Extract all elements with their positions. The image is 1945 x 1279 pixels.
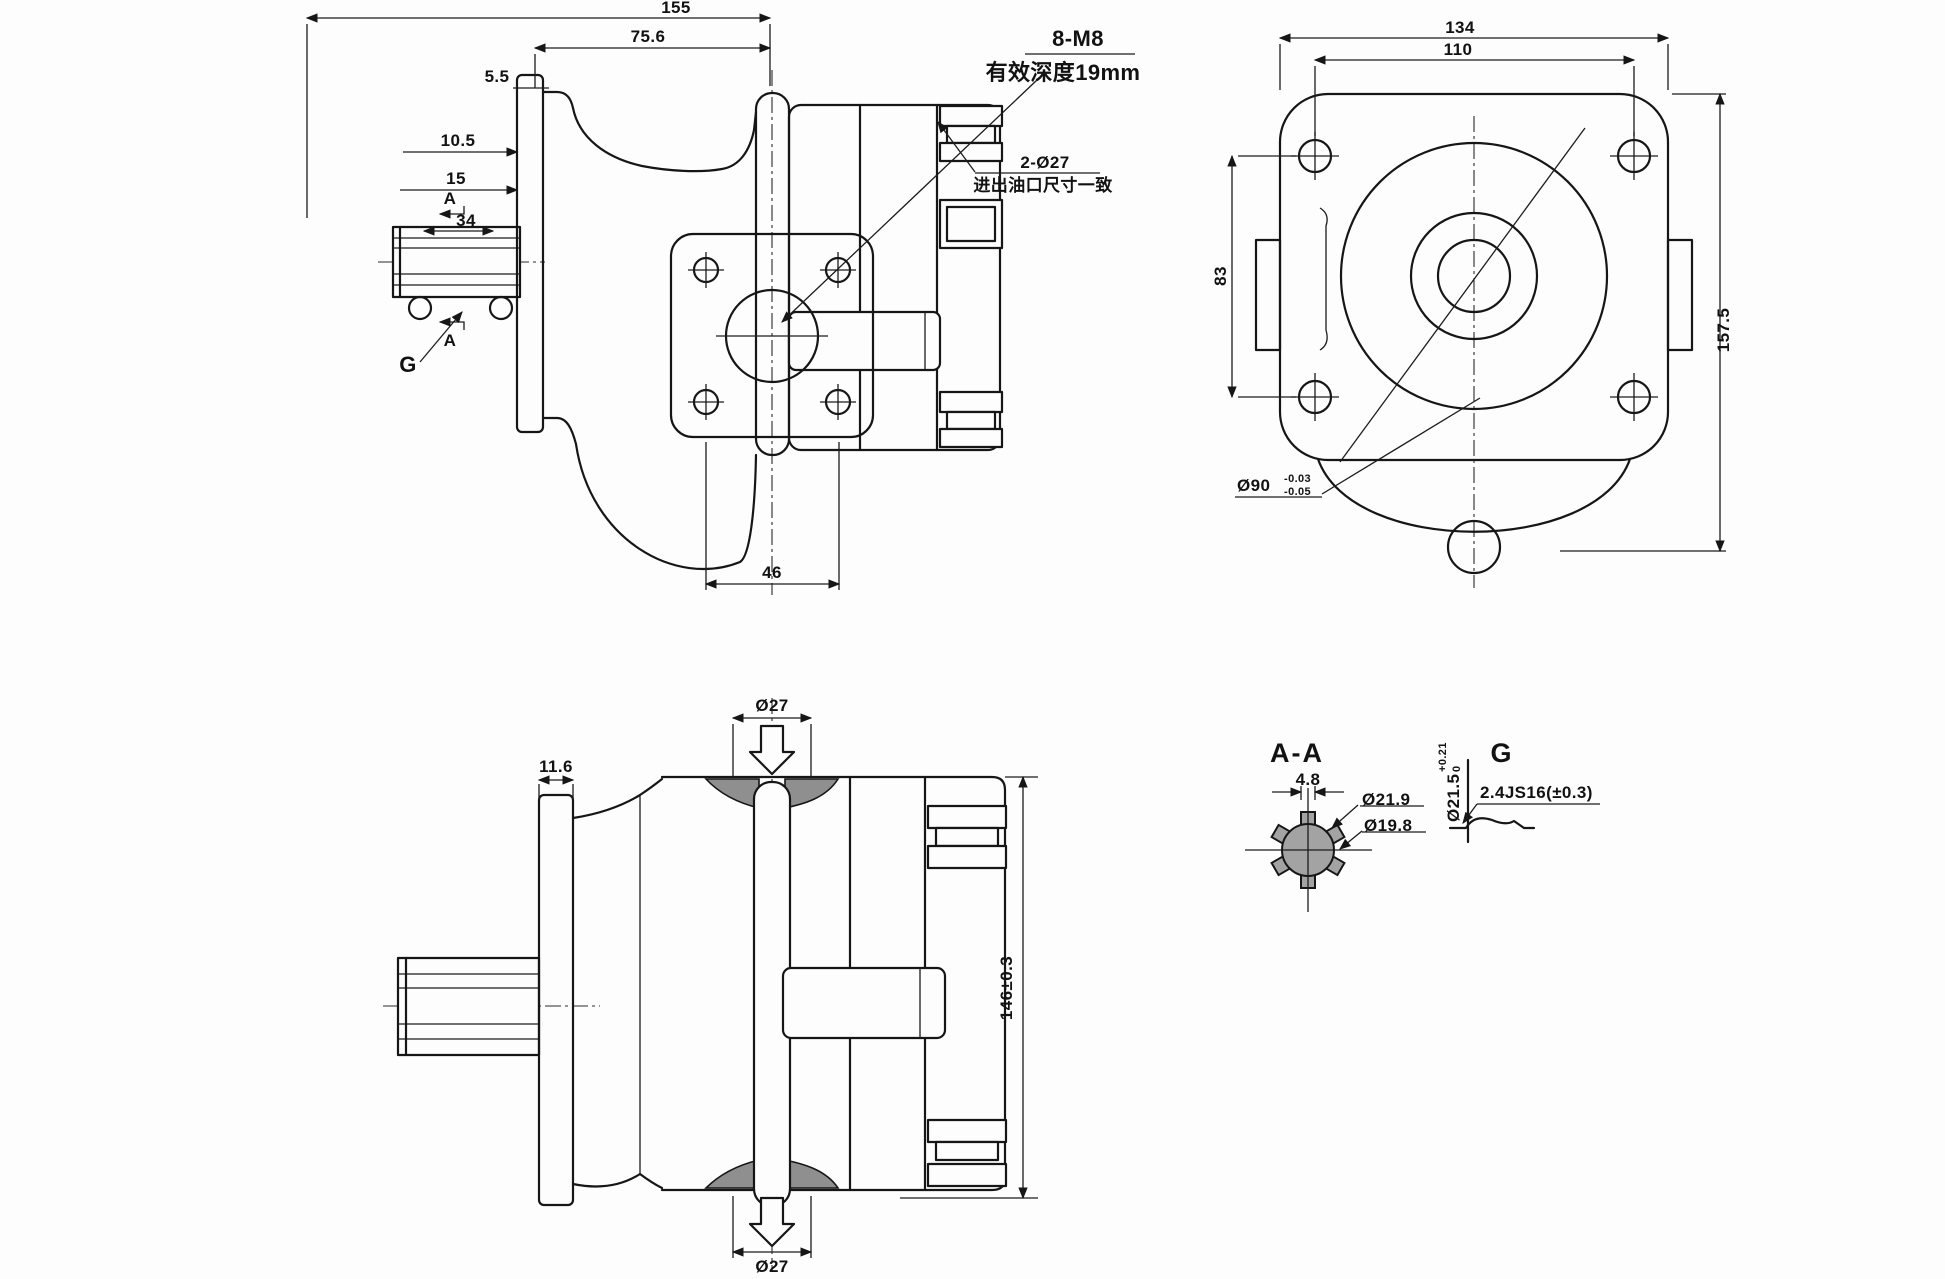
dim-groove-dia: Ø21.5 [1444,774,1463,822]
detail-g: G Ø21.5 +0.21 0 2.4JS16(±0.3) [1437,738,1600,844]
front-bolt-holes [1291,132,1658,421]
dim-bolt-spacing-h: 110 [1444,40,1473,59]
dim-shaft-len1: 10.5 [441,131,476,150]
dim-body-length: 75.6 [631,27,666,46]
view-side-bottom: 11.6 Ø27 Ø27 146±0.3 [383,696,1038,1276]
shaft-detail-circle-right [488,295,514,321]
dim-groove-width: 2.4JS16(±0.3) [1480,783,1593,802]
dim-overall-length: 155 [661,0,691,17]
bottom-skirt [1316,457,1632,533]
dim-port-face: 46 [762,563,782,582]
groove-leader [1462,803,1478,824]
shaft-detail-circle-left [407,295,433,321]
port-note-line1: 2-Ø27 [1020,153,1069,172]
dim-spigot-tol-upper: -0.03 [1284,473,1311,485]
flange-plate-2 [537,793,575,1207]
dim-spigot-tol-lower: -0.05 [1284,486,1311,498]
view-side-top: 8-M8 有效深度19mm 2-Ø27 进出油口尺寸一致 155 75.6 5.… [305,0,1141,595]
detail-mark-g: G [399,352,417,377]
dim-flange-thickness: 5.5 [485,67,510,86]
port-note-line2: 进出油口尺寸一致 [973,175,1113,195]
bell-bottom-skirt [541,416,758,571]
dim-port-bottom: Ø27 [755,1257,788,1276]
shaft-hole-circle [1436,238,1512,314]
detail-g-leader [419,311,463,363]
section-mark-a-top: A [444,189,457,208]
groove-profile [1448,817,1536,830]
shaft-side [391,225,522,321]
bell-top-edge [541,90,758,173]
dim-tooth-width: 4.8 [1296,770,1321,789]
view-front: 134 110 83 157.5 Ø90 -0.03 -0.05 [1211,18,1733,588]
port-plug-bottom [938,390,1004,414]
port-cut-shade [784,778,840,809]
dim-bolt-spacing-v: 83 [1211,266,1230,286]
bolt-note-line1: 8-M8 [1052,26,1104,51]
flange-plate [515,73,545,434]
dim-port-top: Ø27 [755,696,788,715]
dim-groove-tol-lower: 0 [1451,765,1463,772]
rear-block [787,103,1004,452]
bell-edge-top [571,777,664,820]
center-rod [787,310,942,372]
dims-bottom-view: 11.6 Ø27 Ø27 146±0.3 [537,696,1038,1276]
dim-flange-thickness-2: 11.6 [539,757,573,776]
spigot-leader [1321,397,1481,495]
bolt-note-line2: 有效深度19mm [986,60,1141,85]
outlet-flow-arrow [748,1196,796,1248]
inlet-flow-arrow [748,724,796,776]
dim-spigot: Ø90 [1237,476,1270,495]
dim-overall-height: 157.5 [1714,308,1733,353]
dim-shaft-len3: 34 [456,211,476,230]
port-cut-shade [704,1158,760,1189]
dim-spline-root: Ø19.8 [1364,816,1412,835]
port-plug-top [938,104,1004,128]
pump-block [660,775,1008,1208]
right-tab [1666,238,1694,352]
section-aa-title: A-A [1270,738,1324,768]
port-cut-shade [704,778,760,810]
left-tab [1254,238,1282,352]
drain-boss [1446,519,1502,575]
bearing-boss-circle [1409,211,1539,341]
port-cut-shade [784,1159,840,1189]
section-aa: A-A 4.8 Ø21.9 Ø19.8 [1245,738,1426,912]
dim-groove-tol-upper: +0.21 [1437,742,1449,772]
dim-flange-width: 134 [1445,18,1475,37]
dims-side-view: 155 75.6 5.5 10.5 15 34 A A G 46 [305,0,841,590]
dim-port-centers: 146±0.3 [997,956,1016,1020]
bell-edge-bottom [571,1172,664,1190]
shaft-side-2 [396,956,541,1057]
center-rod-2 [781,966,947,1040]
dim-spline-od: Ø21.9 [1362,790,1410,809]
spigot-circle [1339,141,1609,411]
left-step-line [1319,207,1328,351]
spline-section [1245,788,1372,912]
section-mark-a-bottom: A [444,331,457,350]
section-diagonal [1339,127,1586,463]
dim-shaft-len2: 15 [446,169,466,188]
dims-front-view: 134 110 83 157.5 Ø90 -0.03 -0.05 [1211,18,1733,553]
detail-g-title: G [1490,738,1513,768]
port-note-leader [937,121,976,173]
bolt-note-leader [781,79,1038,323]
